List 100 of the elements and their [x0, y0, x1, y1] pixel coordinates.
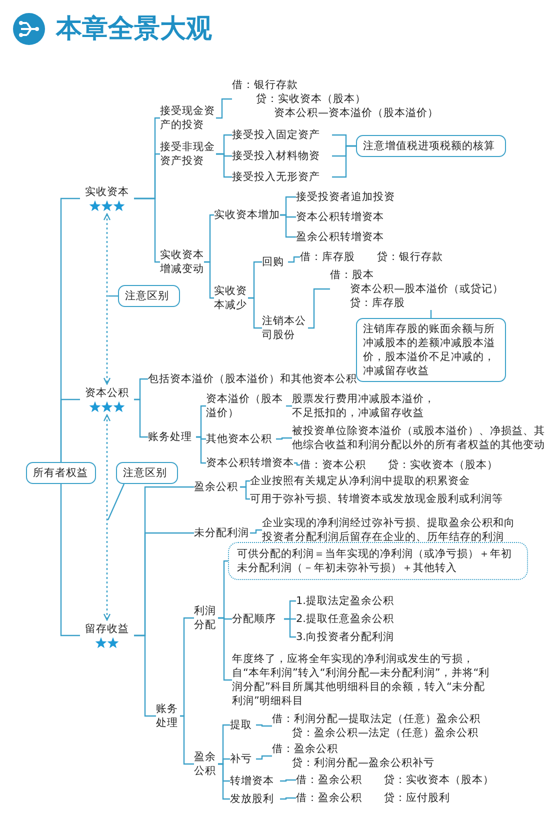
branch-label: 账务处理 [156, 702, 179, 730]
description-text: 年度终了，应将全年实现的净利润或发生的亏损，自“本年利润”转入“利润分配—未分配利润”，并将“利润分配”科目所属其他明细科目的余额，转入“未分配利润”明细科目 [232, 652, 491, 708]
connector-line [332, 145, 356, 178]
branch-label: 接受现金资产的投资 [160, 104, 216, 132]
branch-label: 资本公积转增资本 [296, 210, 385, 224]
connector-line [218, 763, 230, 800]
connector-line [134, 198, 160, 263]
description-text: 股票发行费用冲减股本溢价，不足抵扣的，冲减留存收益 [292, 392, 436, 420]
journal-entry: 贷：应付股利 [384, 791, 450, 805]
branch-label: 提取 [230, 718, 253, 732]
branch-label: 转增资本 [230, 774, 275, 788]
formula-box [228, 542, 528, 580]
note-box [116, 462, 178, 484]
branch-label: 2.提取任意盈余公积 [296, 612, 396, 626]
branch-label: 利润分配 [194, 604, 217, 632]
branch-label: 盈余公积 [194, 480, 239, 494]
branch-label: 其他资本公积 [206, 432, 273, 446]
connector-line [250, 529, 262, 534]
root-label: 所有者权益 [33, 466, 89, 480]
note-text: 注销库存股的账面余额与所冲减股本的差额冲减股本溢价，股本溢价不足冲减的，冲减留存收益 [363, 322, 496, 378]
branch-label: 账务处理 [148, 430, 193, 444]
note-text: 注意区别 [123, 466, 168, 480]
connector-line [218, 617, 232, 681]
journal-entry: 贷：银行存款 [377, 250, 443, 264]
branch-label: 接受投入材料物资 [232, 149, 321, 163]
leader-line [107, 484, 125, 520]
branch-label: 盈余公积 [194, 750, 217, 778]
description-text: 包括资本溢价（股本溢价）和其他资本公积 [148, 372, 358, 386]
connector-line [216, 153, 232, 178]
branch-label: 盈余公积转增资本 [296, 230, 385, 244]
connector-line [248, 297, 262, 329]
branch-label: 资本公积 [84, 386, 130, 400]
branch-label: 1.提取法定盈余公积 [296, 594, 396, 608]
journal-entry: 借：银行存款 [232, 78, 299, 92]
connector-line [256, 755, 272, 760]
connector-line [280, 214, 296, 238]
connector-line [308, 288, 330, 329]
connector-line [134, 398, 148, 438]
journal-entry: 借：股本 [330, 268, 375, 282]
journal-entry: 资本公积—股本溢价（或贷记） [349, 282, 504, 296]
branch-label: 接受投资者追加投资 [296, 190, 396, 204]
note-box [118, 285, 180, 307]
branch-label: 分配顺序 [232, 612, 277, 626]
branch-label: 发放股利 [230, 792, 275, 806]
title: 本章全景大观 [56, 13, 212, 46]
branch-label: 资本溢价（股本溢价） [206, 392, 284, 420]
branch-label: 实收资本增减变动 [160, 248, 204, 276]
description-text: 企业按照有关规定从净利润中提取的积累资金 [250, 474, 471, 488]
description-text: 被投资单位除资本溢价（或股本溢价）、净损益、其他综合收益和利润分配以外的所有者权益的其他变动 [292, 424, 546, 452]
branch-label: 接受投入无形资产 [232, 170, 321, 184]
connector-line [60, 398, 80, 462]
connector-line [256, 724, 272, 727]
formula-text: 可供分配的利润＝当年实现的净利润（或净亏损）＋年初未分配利润（－年初未弥补亏损）＋其他转入 [237, 547, 513, 575]
journal-entry: 贷：库存股 [349, 296, 406, 310]
branch-label: 未分配利润 [194, 526, 250, 540]
note-text: 注意增值税进项税额的核算 [363, 139, 496, 153]
journal-entry: 贷：实收资本（股本） [255, 92, 367, 106]
note-box [356, 318, 506, 382]
branch-label: 补亏 [230, 752, 253, 766]
connector-line [294, 462, 300, 466]
branch-label: 实收资本增加 [214, 208, 280, 222]
journal-entry: 贷：利润分配—盈余公积补亏 [291, 756, 436, 770]
branch-label: 回购 [262, 255, 285, 269]
journal-entry: 贷：实收资本（股本） [384, 773, 494, 787]
journal-entry: 借：盈余公积 [296, 773, 362, 787]
journal-entry: 借：盈余公积 [296, 791, 362, 805]
journal-entry: 借：利润分配—提取法定（任意）盈余公积 [272, 712, 482, 726]
branch-label: 接受非现金资产投资 [160, 140, 216, 168]
leader-line [108, 295, 118, 297]
connector-line [196, 436, 206, 464]
branch-label: 实收资本 [84, 185, 130, 199]
branch-label: 实收资本减少 [214, 284, 248, 312]
branch-label: 注销本公司股份 [262, 314, 307, 342]
journal-entry: 借：盈余公积 [272, 742, 339, 756]
connector-line [240, 486, 250, 500]
journal-entry: 贷：盈余公积—法定（任意）盈余公积 [291, 726, 480, 740]
connector-line [216, 98, 232, 119]
note-box [356, 135, 506, 157]
branch-label: 留存收益 [84, 622, 130, 636]
note-text: 注意区别 [125, 289, 170, 303]
description-text: 可用于弥补亏损、转增资本或发放现金股利或利润等 [250, 492, 504, 506]
connector-line [286, 405, 292, 407]
connector-line [276, 437, 292, 440]
journal-entry: 借：资本公积 [300, 458, 366, 472]
connector-line [60, 484, 80, 636]
connector-line [280, 797, 296, 800]
journal-entry: 资本公积—资本溢价（股本溢价） [273, 106, 440, 120]
journal-entry: 借：库存股 [300, 250, 355, 264]
connector-line [284, 618, 296, 638]
connector-line [134, 634, 156, 717]
branch-label: 3.向投资者分配利润 [296, 630, 396, 644]
branch-label: 资本公积转增资本 [206, 456, 294, 470]
connector-line [280, 779, 296, 782]
arrow [103, 213, 111, 385]
branch-label: 接受投入固定资产 [232, 128, 321, 142]
description-text: 企业实现的净利润经过弥补亏损、提取盈余公积和向投资者分配利润后留存在企业的、历年结存的利润 [262, 516, 516, 544]
journal-entry: 贷：实收资本（股本） [388, 458, 498, 472]
arrow [103, 414, 111, 621]
connector-line [204, 261, 214, 299]
root-box [26, 462, 96, 484]
